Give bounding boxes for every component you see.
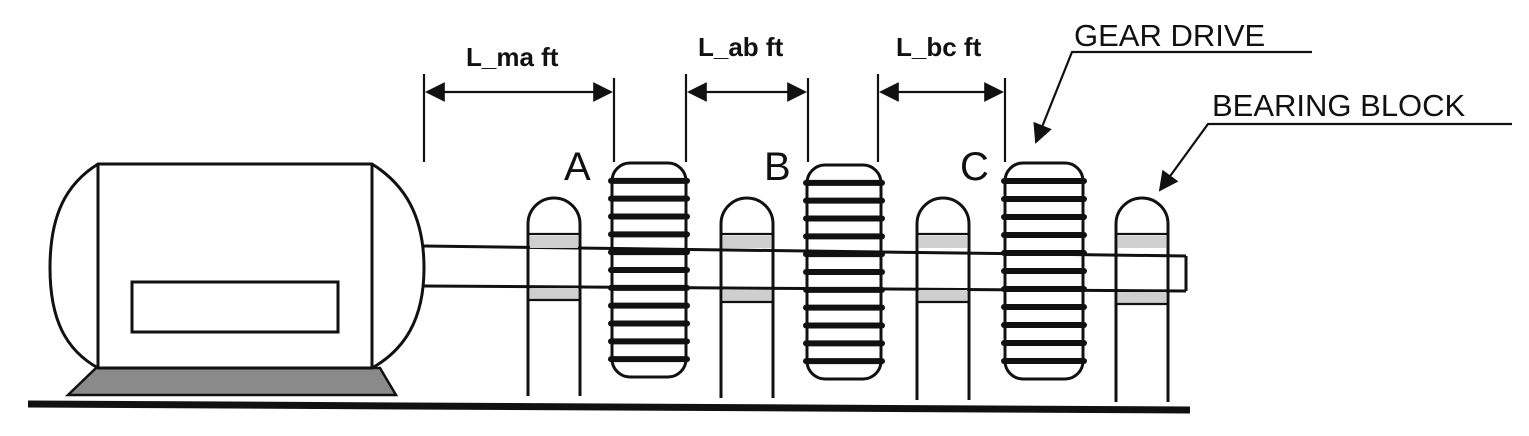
bearing-block-label: BEARING BLOCK — [1212, 88, 1466, 123]
gear-tooth — [608, 249, 690, 256]
gear-tooth — [1001, 250, 1087, 256]
gear-tooth — [803, 358, 885, 365]
motor-base — [64, 366, 399, 397]
gear-tooth — [608, 356, 690, 363]
gear-tooth — [1001, 304, 1087, 310]
dimension-lines — [422, 74, 1007, 162]
bearing-block-4 — [1114, 196, 1170, 402]
dimension-label-ab: L_ab ft — [698, 32, 784, 62]
gear-drive-label: GEAR DRIVE — [1074, 18, 1265, 53]
point-label-c: C — [960, 145, 989, 189]
gear-tooth — [803, 197, 885, 204]
gear-tooth — [803, 179, 885, 186]
gear-drive-leader — [1033, 50, 1312, 144]
gear-tooth — [608, 177, 690, 184]
gear-tooth — [1001, 232, 1087, 238]
gear-tooth — [803, 215, 885, 222]
gear-tooth — [608, 231, 690, 238]
gear-tooth — [608, 195, 690, 202]
gear-tooth — [1001, 268, 1087, 274]
gear-tooth — [1001, 214, 1087, 220]
gear-c — [1001, 161, 1087, 381]
gear-tooth — [1001, 322, 1087, 328]
dimension-label-ma: L_ma ft — [466, 42, 559, 72]
point-label-b: B — [764, 145, 791, 189]
gear-tooth — [608, 267, 690, 273]
gear-tooth — [803, 322, 885, 329]
gear-tooth — [608, 284, 690, 291]
bearing-block-1 — [526, 196, 582, 396]
gear-tooth — [803, 233, 885, 240]
gear-tooth — [608, 213, 690, 220]
point-label-a: A — [564, 145, 591, 189]
gear-a — [608, 161, 690, 379]
bearing-block-leader — [1158, 122, 1512, 192]
motor-body — [48, 162, 426, 370]
motor-nameplate — [130, 280, 340, 334]
gear-tooth — [803, 286, 885, 293]
motor — [48, 162, 426, 397]
ground-line — [27, 400, 1191, 414]
gear-tooth — [1001, 286, 1087, 292]
gear-tooth — [608, 338, 690, 345]
gear-b — [803, 163, 885, 381]
gear-tooth — [803, 304, 885, 311]
bearing-block-3 — [915, 196, 971, 400]
gear-tooth — [1001, 340, 1087, 346]
gear-tooth — [1001, 358, 1087, 364]
gear-tooth — [608, 320, 690, 327]
gear-tooth — [803, 269, 885, 275]
gear-tooth — [1001, 196, 1087, 202]
dimension-label-bc: L_bc ft — [896, 32, 982, 62]
gear-tooth — [803, 340, 885, 347]
gear-tooth — [1001, 178, 1087, 184]
gear-tooth — [608, 302, 690, 309]
gear-tooth — [803, 251, 885, 258]
bearing-block-2 — [719, 196, 775, 398]
